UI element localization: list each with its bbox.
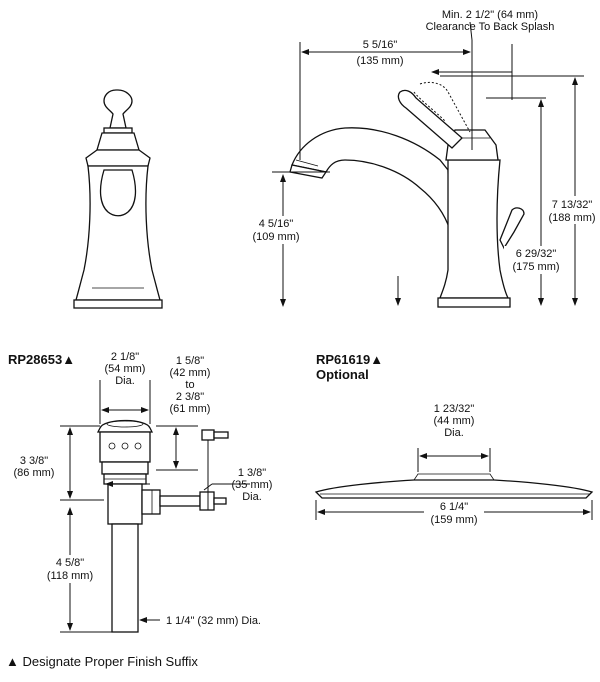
reach-dim-in: 5 5/16" bbox=[363, 39, 398, 51]
overall-height-in: 7 13/32" bbox=[552, 199, 593, 211]
handle-height-mm: (175 mm) bbox=[512, 261, 559, 273]
flange-height-in: 3 3/8" bbox=[20, 455, 48, 467]
drain-part-number: RP28653▲ bbox=[8, 352, 75, 367]
drain-dia-in: 2 1/8" bbox=[111, 351, 139, 363]
tail-diameter: 1 1/4" (32 mm) Dia. bbox=[166, 615, 261, 627]
range-max-mm: (61 mm) bbox=[170, 403, 211, 415]
escutcheon-width-mm: (159 mm) bbox=[430, 514, 477, 526]
finish-suffix-footnote: ▲ Designate Proper Finish Suffix bbox=[6, 654, 198, 669]
range-min-in: 1 5/8" bbox=[176, 355, 204, 367]
escutcheon-part-number: RP61619▲ bbox=[316, 352, 383, 367]
escutcheon-plate bbox=[314, 473, 594, 499]
clearance-label-line2: Clearance To Back Splash bbox=[426, 21, 555, 33]
drain-assembly bbox=[96, 419, 229, 633]
escutcheon-hole-in: 1 23/32" bbox=[434, 403, 475, 415]
escutcheon-width-in: 6 1/4" bbox=[440, 501, 468, 513]
spout-height-in: 4 5/16" bbox=[259, 218, 294, 230]
escutcheon-hole-note: Dia. bbox=[444, 427, 464, 439]
drain-dia-mm: (54 mm) bbox=[105, 363, 146, 375]
flange-height-mm: (86 mm) bbox=[14, 467, 55, 479]
range-to: to bbox=[185, 379, 194, 391]
faucet-front-view bbox=[73, 89, 163, 309]
handle-height-in: 6 29/32" bbox=[516, 248, 557, 260]
range-max-in: 2 3/8" bbox=[176, 391, 204, 403]
drain-dia-note: Dia. bbox=[115, 375, 135, 387]
escutcheon-hole-mm: (44 mm) bbox=[434, 415, 475, 427]
spout-height-mm: (109 mm) bbox=[252, 231, 299, 243]
pivot-in: 1 3/8" bbox=[238, 467, 266, 479]
overall-height-mm: (188 mm) bbox=[548, 212, 595, 224]
clearance-label-line1: Min. 2 1/2" (64 mm) bbox=[442, 9, 538, 21]
range-min-mm: (42 mm) bbox=[170, 367, 211, 379]
pivot-note: Dia. bbox=[242, 491, 262, 503]
reach-dim-mm: (135 mm) bbox=[356, 55, 403, 67]
faucet-side-view bbox=[289, 81, 525, 308]
pivot-mm: (35 mm) bbox=[232, 479, 273, 491]
tail-length-mm: (118 mm) bbox=[47, 570, 93, 582]
escutcheon-optional-label: Optional bbox=[316, 367, 369, 382]
tail-length-in: 4 5/8" bbox=[56, 557, 84, 569]
